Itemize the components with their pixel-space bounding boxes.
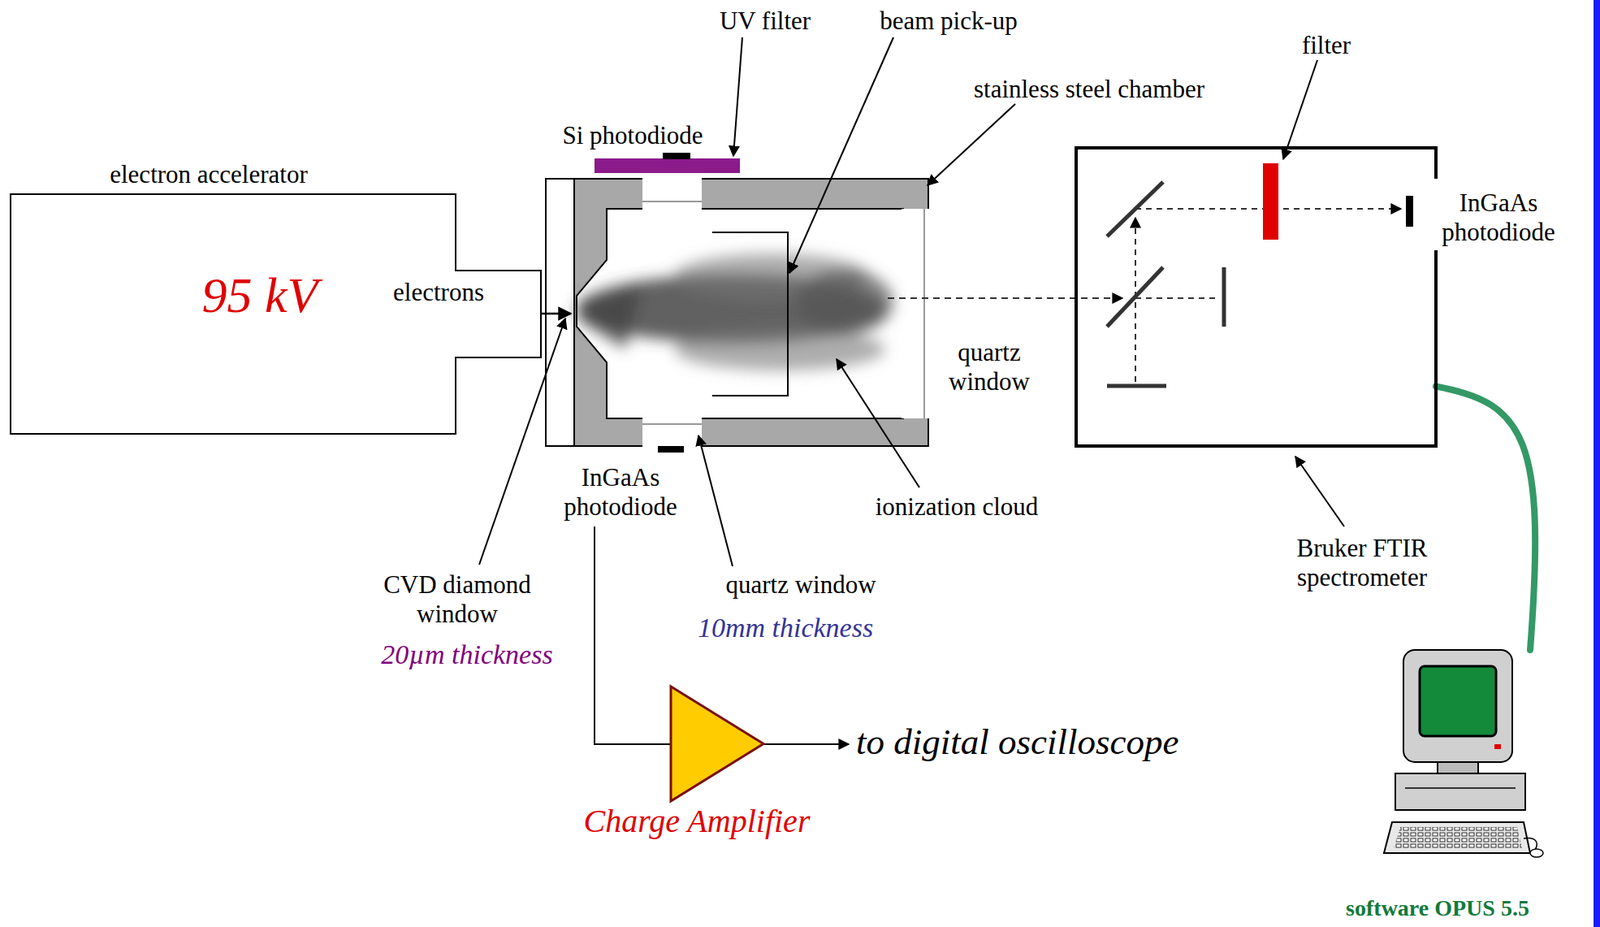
ingaas-photodiode (1405, 195, 1414, 227)
part-label: Si photodiode (562, 121, 703, 151)
si-photodiode (662, 152, 691, 160)
charge-amplifier: Charge Amplifier (670, 686, 764, 801)
uv-filter (594, 158, 740, 173)
part-label: ionization cloud (875, 492, 1039, 522)
spectrometer-box: Bruker FTIR spectrometer (1076, 147, 1436, 446)
accelerator-box: electron accelerator95 kV (10, 194, 541, 434)
software-label: software OPUS 5.5 (1345, 895, 1530, 922)
charge-amplifier-outline (670, 686, 764, 801)
part-label: UV filter (719, 6, 811, 36)
part-label: beam pick-up (879, 6, 1018, 36)
spectrometer-box-outline (1076, 147, 1436, 446)
device-label: Bruker FTIR spectrometer (1264, 533, 1460, 592)
dimension-label: 10mm thickness (697, 611, 874, 644)
signal-label: to digital oscilloscope (856, 721, 1179, 764)
data-cable (1435, 386, 1536, 650)
dimension-label: 20µm thickness (380, 638, 553, 671)
part-label: filter (1301, 30, 1351, 61)
signal-wire (594, 526, 671, 744)
computer-node-outline (1380, 649, 1544, 886)
ingaas-photodiode (657, 445, 684, 453)
part-label: stainless steel chamber (973, 74, 1205, 104)
part-label: CVD diamond window (359, 570, 555, 628)
beam-pickup (712, 232, 788, 396)
leader-arrows (479, 37, 1345, 567)
ionization-cloud (576, 253, 894, 371)
vacuum-chamber (545, 176, 931, 449)
computer-node: software OPUS 5.5 (1380, 649, 1544, 886)
part-label: InGaAs photodiode (1423, 188, 1575, 247)
part-label: quartz window (934, 337, 1045, 396)
output-arrow (763, 743, 849, 745)
optical-filter (1262, 163, 1279, 240)
interferometer-mirrors (1107, 181, 1224, 386)
part-label: quartz window (725, 570, 876, 600)
part-label: InGaAs photodiode (531, 462, 710, 521)
light-path (887, 297, 1123, 299)
beam-label: electrons (393, 277, 485, 308)
voltage-label: 95 kV (202, 266, 319, 325)
device-label: electron accelerator (109, 160, 308, 190)
edge-bar (1593, 0, 1600, 927)
amplifier-label: Charge Amplifier (583, 802, 811, 840)
